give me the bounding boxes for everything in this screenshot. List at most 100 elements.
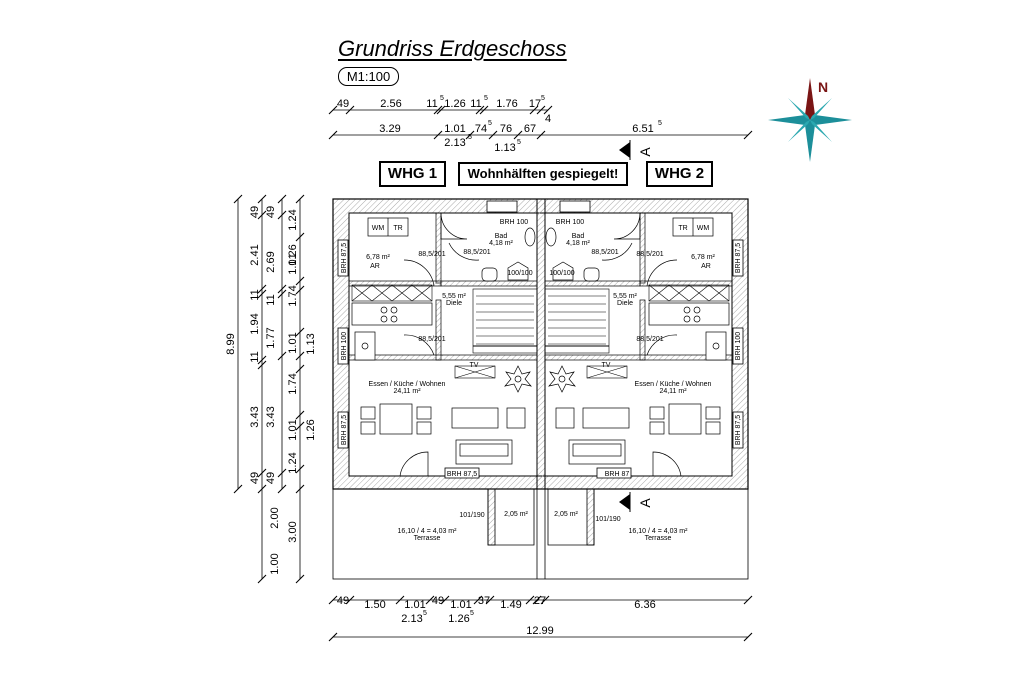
dim-label: 1.00: [269, 553, 281, 574]
dim-tick: [328, 632, 338, 642]
plant-symbols: [504, 365, 576, 393]
door-swings: [399, 212, 682, 477]
tv-label: TV: [602, 362, 611, 369]
window-annotation: BRH 100: [341, 332, 348, 361]
room-name-diele: Diele: [617, 300, 633, 307]
dim-label: 1.26: [448, 613, 469, 625]
dim-sup: 5: [468, 134, 472, 141]
dim-label: 1.01: [287, 332, 299, 353]
storage-shelves: [351, 284, 730, 379]
door-annotation: 88,5/201: [636, 251, 663, 258]
dim-label: 49: [249, 206, 261, 218]
dim-label: 1.26: [444, 98, 465, 110]
room-area: 4,18 m²: [489, 240, 513, 247]
dim-label: 76: [500, 123, 512, 135]
room-area: 4,18 m²: [566, 240, 590, 247]
room-area: 2,05 m²: [504, 511, 528, 518]
section-label: A: [637, 147, 653, 157]
dim-label: 4: [545, 113, 551, 125]
window-annotation: BRH 87,5: [735, 243, 742, 273]
kitchen-counter: [351, 302, 730, 361]
window-annotation: BRH 87,5: [735, 415, 742, 445]
dim-tick: [540, 595, 550, 605]
bathroom-fixtures: [481, 227, 600, 282]
dim-label: 2.13: [401, 613, 422, 625]
dim-label: 3.00: [287, 521, 299, 542]
dim-tick: [743, 130, 753, 140]
dim-label: 2.00: [269, 507, 281, 528]
compass-north-label: N: [818, 79, 828, 95]
window-annotation: BRH 87: [605, 471, 630, 478]
left-dimensions: [237, 199, 301, 579]
room-area: 6,78 m²: [366, 254, 390, 261]
dim-tick: [743, 595, 753, 605]
dim-label: 1.13: [494, 142, 515, 154]
door-annotation: 88,5/201: [463, 249, 490, 256]
door-annotation: 100/100: [507, 270, 532, 277]
dim-label: 6.51: [632, 123, 653, 135]
compass-rose: N: [768, 78, 852, 162]
dim-label: 1.01: [287, 419, 299, 440]
dim-sup: 5: [517, 139, 521, 146]
dim-tick: [513, 130, 523, 140]
dim-tick: [488, 130, 498, 140]
dim-tick: [465, 130, 475, 140]
dim-label: 1.13: [305, 333, 317, 354]
dim-label: 1.01: [444, 123, 465, 135]
room-name-ar: AR: [370, 263, 380, 270]
dim-sup: 5: [440, 95, 444, 102]
dim-sup: 5: [541, 95, 545, 102]
dim-label: 1.26: [287, 244, 299, 265]
dim-label: 49: [265, 472, 277, 484]
dim-tick: [395, 595, 405, 605]
window-annotation: BRH 100: [500, 219, 529, 226]
room-name-terrasse: Terrasse: [414, 535, 441, 542]
dim-label: 11: [265, 294, 277, 305]
dim-label: 3.29: [379, 123, 400, 135]
dim-label: 49: [265, 206, 277, 218]
door-annotation: 88,5/201: [418, 251, 445, 258]
dim-label: 1.50: [364, 599, 385, 611]
dim-tick: [532, 595, 542, 605]
dim-label: 1.01: [287, 253, 299, 274]
dim-tick: [475, 105, 485, 115]
top-dim-row1: 49 2.56 11 5 1.26 11 5 1.76 17 5 4: [337, 95, 551, 125]
dim-tick: [345, 105, 355, 115]
dim-label: 2.56: [380, 98, 401, 110]
top-dim-row2: 3.29 1.01 74 5 76 67 6.51 5: [379, 120, 662, 135]
window-side-labels: BRH 87,5 BRH 100 BRH 87,5 BRH 87,5 BRH 1…: [341, 243, 742, 445]
dim-label: 2.69: [265, 251, 277, 272]
plan-title: Grundriss Erdgeschoss: [338, 36, 567, 61]
dim-tick: [743, 632, 753, 642]
mirrored-notice: Wohnhälften gespiegelt!: [458, 162, 628, 186]
appliance-label: TR: [393, 225, 402, 232]
tv-label: TV: [470, 362, 479, 369]
windows: [337, 200, 744, 479]
room-area: 2,05 m²: [554, 511, 578, 518]
window-annotation: BRH 100: [556, 219, 585, 226]
building-walls: [332, 198, 749, 490]
room-labels: BRH 100 BRH 100 Bad 4,18 m² Bad 4,18 m² …: [366, 219, 715, 542]
room-name-diele: Diele: [446, 300, 462, 307]
dim-label: 49: [249, 472, 261, 484]
room-name-bad: Bad: [495, 233, 508, 240]
whg1-label: WHG 1: [379, 161, 446, 187]
terrace: [332, 488, 749, 580]
dim-sup: 5: [484, 95, 488, 102]
dim-tick: [479, 105, 489, 115]
dim-tick: [529, 105, 539, 115]
window-annotation: BRH 87,5: [447, 471, 477, 478]
dim-label: 1.94: [249, 313, 261, 334]
door-annotation: 88,5/201: [418, 336, 445, 343]
dim-label: 1.77: [265, 327, 277, 348]
dim-label: 2.13: [444, 137, 465, 149]
room-area: 6,78 m²: [691, 254, 715, 261]
dim-label: 1.24: [287, 452, 299, 473]
dim-tick: [440, 595, 450, 605]
dim-tick: [525, 595, 535, 605]
dim-tick: [433, 130, 443, 140]
window-annotation: BRH 87,5: [341, 243, 348, 273]
room-name-essen: Essen / Küche / Wohnen: [635, 381, 712, 388]
whg2-label: WHG 2: [646, 161, 713, 187]
room-name-bad: Bad: [572, 233, 585, 240]
